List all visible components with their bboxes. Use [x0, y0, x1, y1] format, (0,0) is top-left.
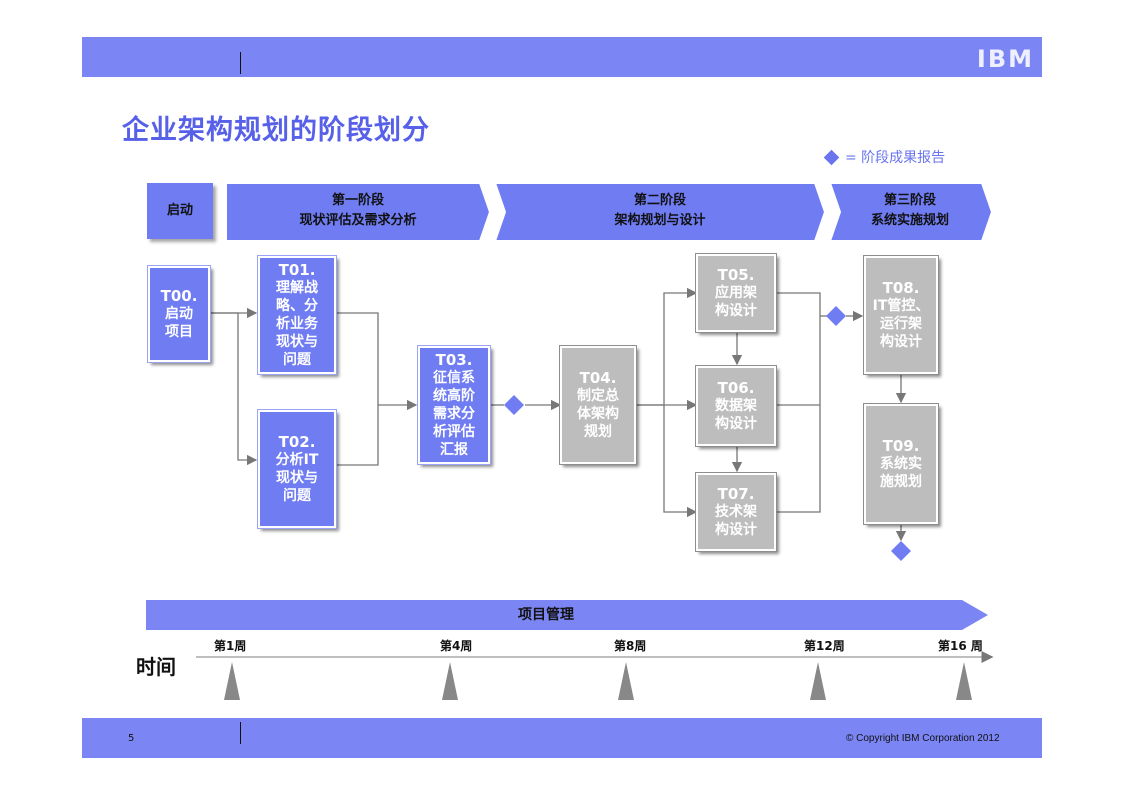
copyright-text: © Copyright IBM Corporation 2012 — [846, 733, 1000, 744]
task-t06: T06. 数据架构设计 — [695, 365, 777, 447]
task-t08: T08. IT管控、运行架构设计 — [863, 255, 939, 375]
phase3-title: 第三阶段 — [883, 193, 936, 208]
legend: = 阶段成果报告 — [823, 147, 946, 167]
week-marker-8 — [618, 662, 634, 700]
phase2-label: 第二阶段 架构规划与设计 — [505, 191, 815, 231]
connector-t04-t07 — [663, 405, 698, 518]
task-code: T04. — [579, 369, 617, 387]
task-t01: T01. 理解战略、分析业务现状与问题 — [257, 255, 337, 375]
task-code: T09. — [882, 437, 920, 455]
connector-t05-merge — [776, 292, 821, 513]
phase2-title: 第二阶段 — [633, 193, 686, 208]
task-t09: T09. 系统实施规划 — [863, 403, 939, 525]
phase3-arrow — [828, 182, 994, 242]
connector-t00-t02 — [210, 312, 258, 466]
phase1-label: 第一阶段 现状评估及需求分析 — [236, 191, 480, 231]
task-code: T03. — [435, 351, 473, 369]
header-bar: IBM — [82, 37, 1042, 77]
milestone-diamond-1 — [504, 395, 524, 415]
page-number: 5 — [128, 733, 135, 744]
task-code: T05. — [717, 266, 755, 284]
week-marker-1 — [224, 662, 240, 700]
header-divider — [240, 52, 241, 74]
project-management-label: 项目管理 — [518, 607, 574, 623]
project-management-arrow — [146, 600, 988, 630]
milestone-diamond-2 — [826, 306, 846, 326]
phase2-arrow — [493, 182, 827, 242]
page-title: 企业架构规划的阶段划分 — [122, 115, 430, 146]
task-text: 技术架构设计 — [715, 504, 757, 538]
task-code: T02. — [278, 433, 316, 451]
week-marker-12 — [810, 662, 826, 700]
week-label-1: 第1周 — [214, 639, 247, 653]
week-label-8: 第8周 — [614, 639, 647, 653]
week-label-16: 第16 周 — [938, 639, 983, 653]
task-code: T00. — [160, 287, 198, 305]
week-label-12: 第12周 — [804, 639, 845, 653]
milestone-diamond-3 — [891, 541, 911, 561]
task-code: T08. — [882, 279, 920, 297]
connector-t02-t03 — [336, 405, 379, 466]
phase1-title: 第一阶段 — [331, 193, 384, 208]
phase3-subtitle: 系统实施规划 — [870, 213, 949, 228]
task-t04: T04. 制定总体架构规划 — [559, 345, 637, 465]
task-text: 启动项目 — [165, 306, 193, 340]
stage-start: 启动 — [147, 183, 213, 239]
phase1-arrow — [225, 182, 492, 242]
connector-t04-t05 — [636, 287, 698, 406]
timeline-label: 时间 — [136, 655, 176, 679]
week-marker-16 — [956, 662, 972, 700]
task-code: T06. — [717, 379, 755, 397]
legend-label: = 阶段成果报告 — [845, 150, 946, 166]
task-code: T01. — [278, 261, 316, 279]
phase1-subtitle: 现状评估及需求分析 — [299, 213, 417, 228]
task-text: IT管控、运行架构设计 — [872, 298, 930, 350]
task-t03: T03. 征信系统高阶需求分析评估汇报 — [417, 345, 491, 465]
task-text: 应用架构设计 — [715, 285, 757, 319]
task-t05: T05. 应用架构设计 — [695, 253, 777, 333]
week-marker-4 — [442, 662, 458, 700]
task-t07: T07. 技术架构设计 — [695, 472, 777, 552]
week-label-4: 第4周 — [440, 639, 473, 653]
task-code: T07. — [717, 485, 755, 503]
footer-divider — [240, 722, 241, 744]
task-text: 制定总体架构规划 — [577, 388, 619, 440]
task-text: 数据架构设计 — [715, 398, 757, 432]
task-text: 理解战略、分析业务现状与问题 — [276, 280, 318, 368]
phase3-label: 第三阶段 系统实施规划 — [838, 191, 982, 231]
phase2-subtitle: 架构规划与设计 — [614, 213, 706, 228]
footer-bar — [82, 718, 1042, 758]
ibm-logo: IBM — [976, 45, 1034, 73]
task-t00: T00. 启动项目 — [147, 265, 211, 363]
task-text: 系统实施规划 — [880, 456, 922, 490]
task-text: 征信系统高阶需求分析评估汇报 — [433, 370, 475, 458]
connector-t01-t03 — [336, 312, 418, 411]
